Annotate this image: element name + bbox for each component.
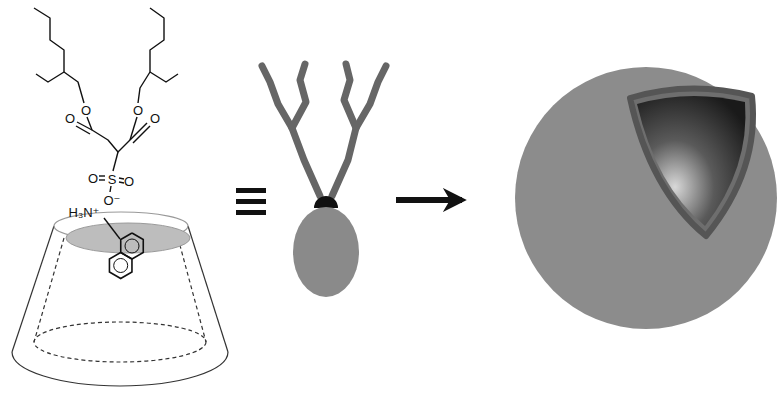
amphiphile-tails [262,64,386,196]
cyclodextrin-cone [12,212,228,386]
ammonium-label: H₃N⁺ [69,206,100,219]
amphiphile-head [293,207,359,297]
atom-label: S [108,173,117,186]
aromatic-circle [125,239,139,253]
surfactant-skeleton [34,8,178,239]
process-arrow [396,197,462,203]
atom-label: O [124,175,134,188]
atom-label: O⁻ [104,194,121,207]
atom-label: O [88,172,98,185]
amphiphile-linker [314,196,338,208]
aromatic-circle [114,259,128,273]
capsule-shell [630,88,753,236]
vesicle [515,67,777,329]
capsule-core [637,96,746,226]
aromatic-ring [109,253,132,279]
atom-label: O [65,112,75,125]
atom-label: O [133,104,143,117]
naphthalene-ring [109,233,143,279]
atom-label: O [81,104,91,117]
equivalence-sign [236,188,266,215]
atom-label: O [150,112,160,125]
cavity-rim [66,223,190,253]
